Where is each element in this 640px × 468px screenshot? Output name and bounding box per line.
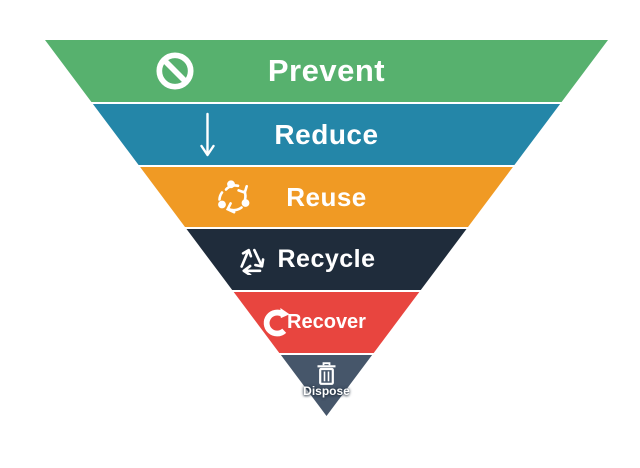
level-recover: Recover [233, 292, 420, 353]
level-label-reuse: Reuse [286, 182, 367, 212]
prohibition-icon [156, 52, 194, 90]
level-label-recover: Recover [287, 311, 366, 333]
level-prevent: Prevent [45, 40, 608, 102]
level-recycle: Recycle [186, 229, 467, 290]
recover-rotate-icon [260, 305, 291, 339]
trash-icon [316, 362, 337, 385]
down-arrow-icon [200, 112, 215, 158]
level-label-dispose: Dispose [303, 384, 350, 398]
level-label-recycle: Recycle [277, 245, 376, 273]
level-label-prevent: Prevent [267, 53, 386, 88]
recycle-arrows-icon [235, 244, 269, 277]
level-reduce: Reduce [92, 104, 561, 165]
inverted-pyramid: Prevent Reduce [45, 40, 608, 416]
level-label-reduce: Reduce [274, 119, 379, 150]
level-reuse: Reuse [140, 167, 513, 227]
reuse-cycle-icon [214, 178, 252, 216]
